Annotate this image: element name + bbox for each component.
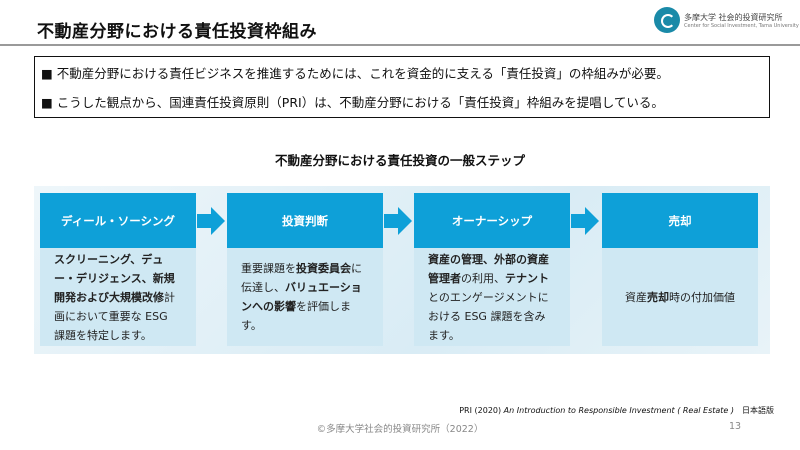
- step-label: ディール・ソーシング: [40, 193, 196, 248]
- diagram-title: 不動産分野における責任投資の一般ステップ: [274, 153, 525, 168]
- header-divider: [0, 44, 800, 46]
- body-text: テナント: [505, 271, 549, 285]
- step-deal-sourcing: ディール・ソーシング スクリーニング、デュー・デリジェンス、新規開発および大規模…: [40, 193, 196, 346]
- body-text: 売却: [647, 290, 669, 304]
- step-exit: 売却 資産売却時の付加価値: [602, 193, 758, 346]
- step-ownership: オーナーシップ 資産の管理、外部の資産管理者の利用、テナントとのエンゲージメント…: [414, 193, 570, 346]
- logo-text: 多摩大学 社会的投資研究所: [684, 12, 783, 22]
- bullet-2: ■ こうした観点から、国連責任投資原則（PRI）は、不動産分野における「責任投資…: [41, 95, 664, 110]
- arrow-right-icon: [384, 207, 412, 235]
- step-body: スクリーニング、デュー・デリジェンス、新規開発および大規模改修計画において重要な…: [40, 248, 196, 346]
- body-text: バリュエーションへの影響: [241, 281, 362, 313]
- step-body: 資産売却時の付加価値: [602, 248, 758, 346]
- citation-source: PRI (2020): [459, 406, 504, 415]
- citation-edition: 日本語版: [734, 406, 774, 415]
- body-text: 計画において重要な ESG 課題を特定します。: [54, 290, 175, 342]
- body-text: 時の付加価値: [669, 290, 735, 304]
- citation-title: An Introduction to Responsible Investmen…: [503, 406, 734, 415]
- step-body: 資産の管理、外部の資産管理者の利用、テナントとのエンゲージメントにおける ESG…: [414, 248, 570, 346]
- body-text: スクリーニング、デュー・デリジェンス、新規開発および大規模改修: [54, 252, 175, 304]
- step-body: 重要課題を投資委員会に伝達し、バリュエーションへの影響を評価します。: [227, 248, 383, 346]
- page-title: 不動産分野における責任投資枠組み: [37, 22, 317, 42]
- copyright: ©多摩大学社会的投資研究所（2022）: [316, 424, 484, 435]
- step-label: オーナーシップ: [414, 193, 570, 248]
- step-label: 投資判断: [227, 193, 383, 248]
- page-number: 13: [729, 421, 742, 432]
- arrow-right-icon: [571, 207, 599, 235]
- body-text: とのエンゲージメントにおける ESG 課題を含みます。: [428, 290, 549, 342]
- arrow-right-icon: [197, 207, 225, 235]
- step-investment-decision: 投資判断 重要課題を投資委員会に伝達し、バリュエーションへの影響を評価します。: [227, 193, 383, 346]
- body-text: の利用、: [461, 271, 505, 285]
- summary-box: ■ 不動産分野における責任ビジネスを推進するためには、これを資金的に支える「責任…: [34, 56, 770, 118]
- logo-icon: [654, 7, 680, 33]
- logo-subtext: Center for Social Investment, Tama Unive…: [684, 22, 799, 29]
- bullet-1: ■ 不動産分野における責任ビジネスを推進するためには、これを資金的に支える「責任…: [41, 66, 669, 81]
- body-text: 資産の管理、外部の資産管理者: [428, 252, 549, 285]
- citation: PRI (2020) An Introduction to Responsibl…: [459, 405, 774, 416]
- body-text: 投資委員会: [296, 262, 351, 275]
- step-label: 売却: [602, 193, 758, 248]
- body-text: 重要課題を: [241, 262, 296, 275]
- body-text: に伝達し、: [241, 262, 362, 294]
- body-text: を評価します。: [241, 300, 351, 332]
- body-text: 資産: [625, 290, 647, 304]
